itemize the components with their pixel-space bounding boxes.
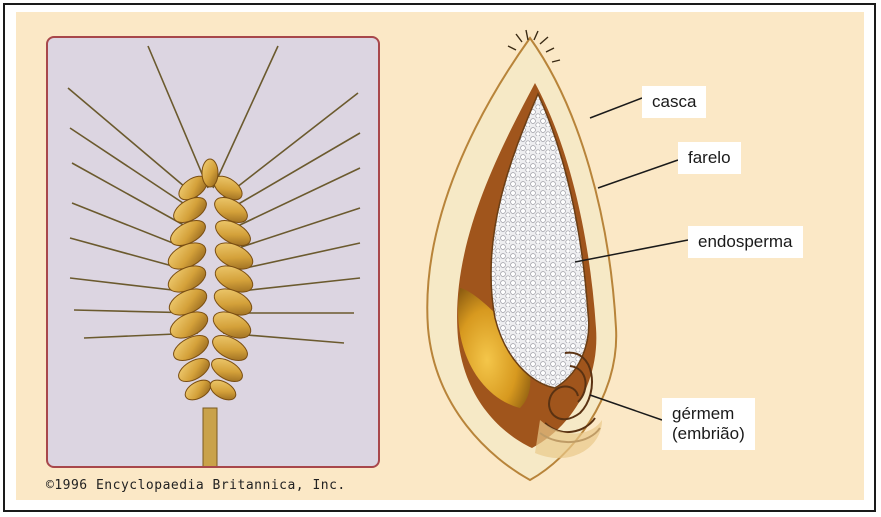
label-germem: gérmem (embrião) xyxy=(662,398,755,450)
label-embriao-text: (embrião) xyxy=(672,424,745,444)
label-farelo-text: farelo xyxy=(688,148,731,168)
stem xyxy=(203,408,217,468)
label-endosperma: endosperma xyxy=(688,226,803,258)
label-casca-text: casca xyxy=(652,92,696,112)
kernel-cross-section xyxy=(420,28,620,488)
awns xyxy=(68,46,360,343)
label-casca: casca xyxy=(642,86,706,118)
grains xyxy=(164,159,257,404)
label-endosperma-text: endosperma xyxy=(698,232,793,252)
label-germem-text: gérmem xyxy=(672,404,745,424)
label-farelo: farelo xyxy=(678,142,741,174)
copyright-credit: ©1996 Encyclopaedia Britannica, Inc. xyxy=(46,478,346,493)
wheat-spike-card xyxy=(46,36,380,468)
wheat-spike-illustration xyxy=(48,38,380,468)
